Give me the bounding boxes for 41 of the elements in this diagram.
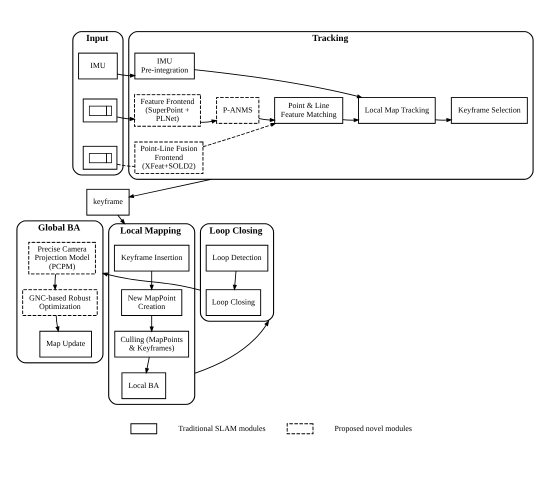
node-box: Map Update <box>39 330 92 358</box>
node-box: P-ANMS <box>216 97 260 124</box>
arrow <box>116 116 136 122</box>
node-box: Loop Closing <box>206 289 262 316</box>
arrow <box>194 69 363 98</box>
node-box: Point-Line Fusion Frontend (XFeat+SOLD2) <box>134 142 204 174</box>
node-box: Local BA <box>121 372 166 400</box>
arrow <box>117 214 126 225</box>
arrow <box>52 274 58 291</box>
arrow <box>150 270 154 291</box>
arrow <box>342 118 360 122</box>
arrow <box>194 320 270 374</box>
node-box: Feature Frontend (SuperPoint + PLNet) <box>134 94 201 127</box>
node-box: IMU Pre-integration <box>134 52 195 80</box>
node-box: IMU <box>78 52 118 80</box>
arrow <box>258 118 276 122</box>
node-box: Loop Detection <box>206 244 268 272</box>
arrow <box>102 272 201 291</box>
arrow <box>200 119 218 124</box>
node-camera <box>82 146 118 170</box>
node-box: Keyframe Insertion <box>114 244 190 272</box>
node-box: keyframe <box>86 188 130 216</box>
node-box: Culling (MapPoints & Keyframes) <box>114 330 190 358</box>
node-camera <box>82 98 118 122</box>
node-box: Point & Line Feature Matching <box>274 97 344 124</box>
node-box: Keyframe Selection <box>450 97 528 124</box>
arrow <box>145 356 150 374</box>
arrow <box>202 122 277 148</box>
arrow <box>117 74 136 78</box>
arrow <box>434 118 452 122</box>
legend-label: Traditional SLAM modules <box>178 424 266 433</box>
arrow <box>128 178 212 198</box>
arrow <box>150 315 154 333</box>
legend-label: Proposed novel modules <box>334 424 412 433</box>
node-box: New MapPoint Creation <box>121 289 182 316</box>
arrow <box>55 315 60 333</box>
arrow <box>232 270 237 291</box>
connector <box>116 164 136 167</box>
node-box: GNC-based Robust Optimization <box>22 289 98 316</box>
node-box: Local Map Tracking <box>358 97 436 124</box>
node-box: Precise Camera Projection Model (PCPM) <box>28 242 96 274</box>
